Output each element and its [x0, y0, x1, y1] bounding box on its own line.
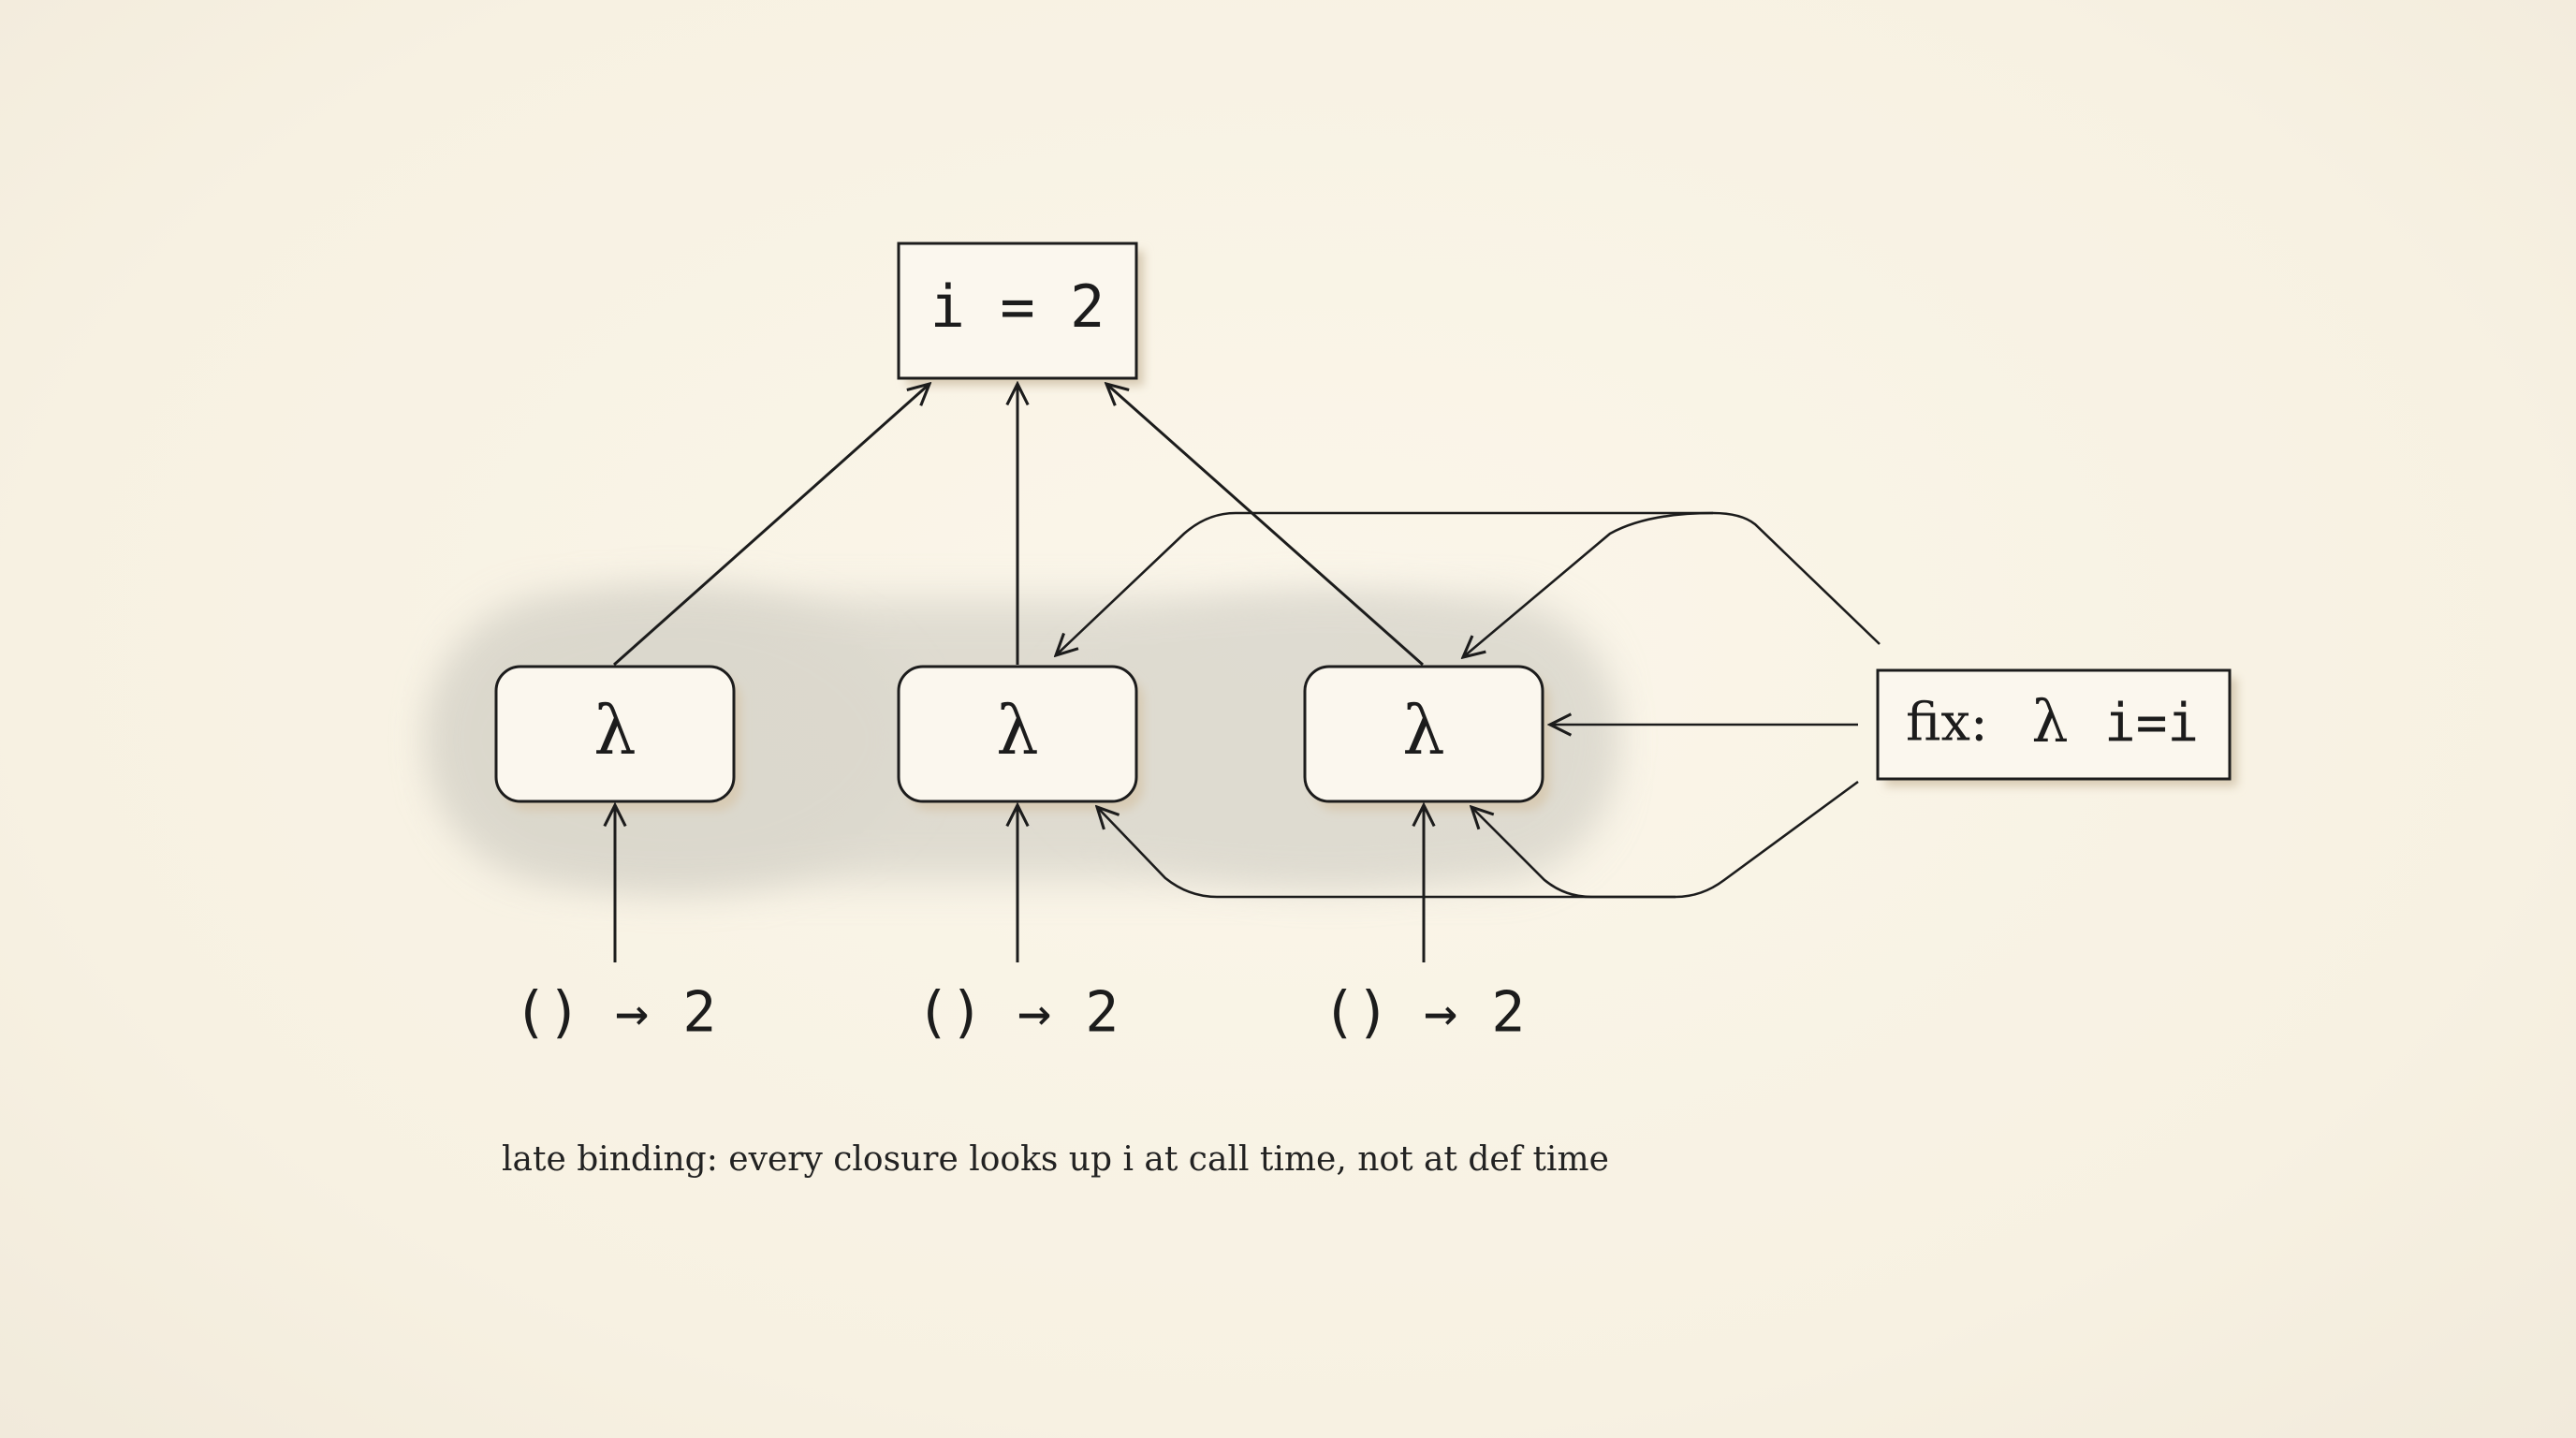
lookup-arrow-1 — [613, 384, 929, 667]
fix-arrows — [1056, 511, 1881, 899]
fix-lambda: λ — [2031, 687, 2068, 756]
lookup-arrow-3 — [1106, 384, 1424, 667]
fix-arrow-bottom-to-3 — [1471, 807, 1676, 899]
closure-box-1: λ — [494, 665, 741, 811]
closure-result-1: () → 2 — [514, 980, 717, 1046]
closure-symbol: λ — [996, 691, 1039, 770]
caption: late binding: every closure looks up i a… — [502, 1140, 1609, 1179]
fix-arrow-bottom-to-2 — [1097, 780, 1859, 899]
closure-symbol: λ — [593, 691, 637, 770]
fix-arrow-top-to-3 — [1463, 511, 1714, 657]
closure-box-2: λ — [897, 665, 1144, 811]
fix-binding: i=i — [2104, 693, 2199, 754]
variable-box: i = 2 — [897, 242, 1144, 386]
variable-label: i = 2 — [930, 272, 1105, 341]
fix-arrow-top-to-2 — [1056, 511, 1881, 655]
closure-box-3: λ — [1303, 665, 1550, 811]
lookup-arrows — [613, 384, 1424, 667]
closure-result-2: () → 2 — [916, 980, 1120, 1046]
closure-symbol: λ — [1402, 691, 1445, 770]
fix-box: fix: λ i=i — [1876, 668, 2237, 786]
call-arrows — [615, 805, 1424, 962]
fix-label: fix: — [1906, 693, 1988, 754]
closure-result-3: () → 2 — [1323, 980, 1526, 1046]
